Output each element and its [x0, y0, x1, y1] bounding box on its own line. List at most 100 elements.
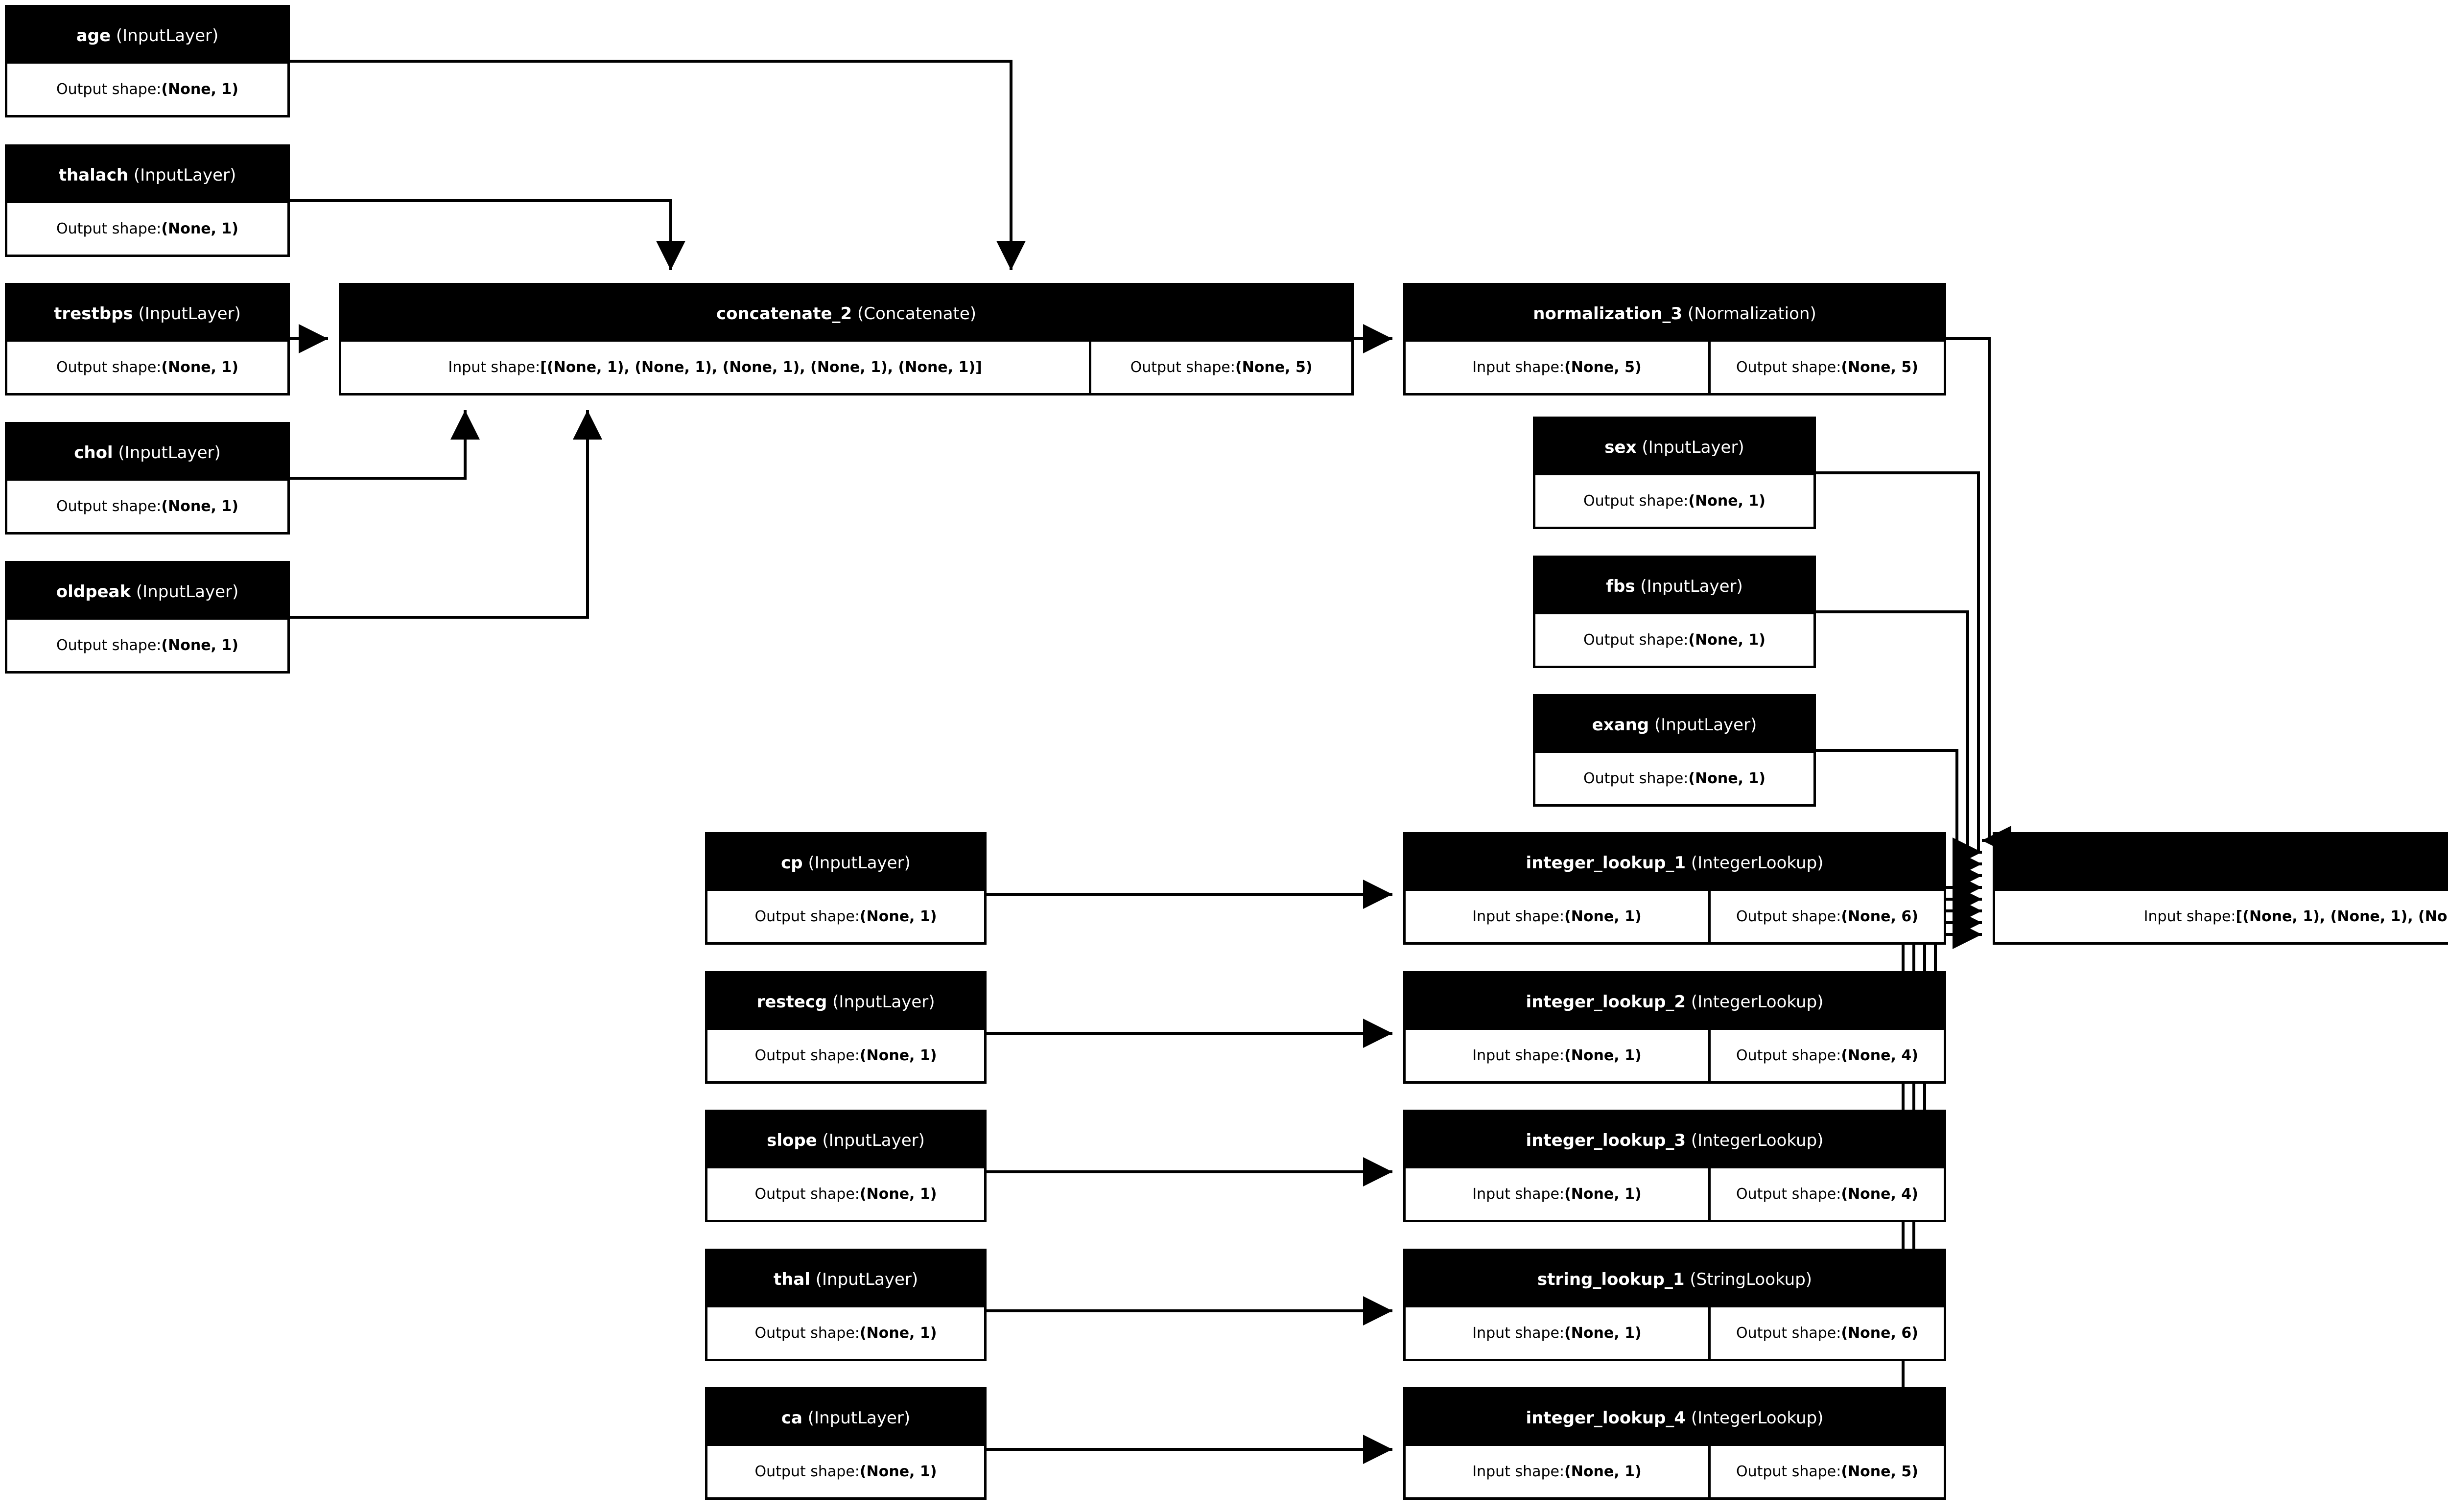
shape-label: Output shape: [1130, 359, 1235, 376]
shape-value: (None, 1) [1688, 631, 1765, 649]
edge-sex-to-concatenate-3 [1816, 471, 1982, 867]
node-class-normalization_3: (Normalization) [1682, 303, 1816, 324]
node-name-thal: thal [773, 1269, 810, 1289]
shape-label: Output shape: [1736, 1047, 1841, 1064]
node-oldpeak[interactable]: oldpeak (InputLayer)Output shape: (None,… [5, 561, 290, 674]
node-restecg[interactable]: restecg (InputLayer)Output shape: (None,… [705, 971, 987, 1084]
node-title-restecg: restecg (InputLayer) [707, 974, 984, 1030]
edge-fbs-to-concatenate-3 [1816, 610, 1982, 879]
node-title-fbs: fbs (InputLayer) [1535, 558, 1813, 614]
node-title-ca: ca (InputLayer) [707, 1390, 984, 1446]
node-class-cp: (InputLayer) [802, 853, 911, 873]
node-thalach[interactable]: thalach (InputLayer)Output shape: (None,… [5, 144, 290, 257]
shape-value: (None, 1) [1688, 770, 1765, 787]
shape-value: (None, 5) [1235, 359, 1313, 376]
shape-label: Output shape: [56, 498, 162, 515]
shape-label: Input shape: [2143, 908, 2236, 925]
node-name-cp: cp [781, 853, 803, 873]
shape-label: Output shape: [1583, 492, 1689, 510]
node-body-ca: Output shape: (None, 1) [707, 1446, 984, 1497]
node-integer_lookup_4[interactable]: integer_lookup_4 (IntegerLookup)Input sh… [1403, 1387, 1946, 1500]
node-trestbps-output-shape: Output shape: (None, 1) [7, 342, 287, 393]
node-class-integer_lookup_3: (IntegerLookup) [1686, 1130, 1824, 1150]
shape-label: Output shape: [1736, 1325, 1841, 1342]
node-thal[interactable]: thal (InputLayer)Output shape: (None, 1) [705, 1249, 987, 1361]
node-title-integer_lookup_1: integer_lookup_1 (IntegerLookup) [1406, 835, 1944, 891]
node-body-restecg: Output shape: (None, 1) [707, 1030, 984, 1081]
node-class-concatenate_2: (Concatenate) [852, 303, 977, 324]
node-fbs[interactable]: fbs (InputLayer)Output shape: (None, 1) [1533, 556, 1816, 668]
shape-value: (None, 1) [859, 1047, 937, 1064]
shape-label: Output shape: [754, 1325, 860, 1342]
node-name-normalization_3: normalization_3 [1533, 303, 1683, 324]
node-ca[interactable]: ca (InputLayer)Output shape: (None, 1) [705, 1387, 987, 1500]
node-ca-output-shape: Output shape: (None, 1) [707, 1446, 984, 1497]
node-string_lookup_1-output-shape: Output shape: (None, 6) [1710, 1307, 1944, 1359]
node-concatenate_2-output-shape: Output shape: (None, 5) [1091, 342, 1351, 393]
shape-value: (None, 4) [1841, 1047, 1918, 1064]
node-integer_lookup_3-output-shape: Output shape: (None, 4) [1710, 1168, 1944, 1220]
node-name-exang: exang [1592, 715, 1649, 735]
node-chol[interactable]: chol (InputLayer)Output shape: (None, 1) [5, 422, 290, 535]
node-concatenate_2-input-shape: Input shape: [(None, 1), (None, 1), (Non… [341, 342, 1089, 393]
shape-label: Input shape: [1472, 1325, 1565, 1342]
node-class-restecg: (InputLayer) [827, 992, 935, 1012]
shape-value: (None, 1) [161, 498, 238, 515]
node-exang[interactable]: exang (InputLayer)Output shape: (None, 1… [1533, 694, 1816, 807]
node-name-integer_lookup_4: integer_lookup_4 [1526, 1408, 1686, 1428]
node-body-concatenate_2: Input shape: [(None, 1), (None, 1), (Non… [341, 342, 1351, 393]
node-body-integer_lookup_2: Input shape: (None, 1)Output shape: (Non… [1406, 1030, 1944, 1081]
node-title-chol: chol (InputLayer) [7, 424, 287, 481]
node-class-age: (InputLayer) [111, 25, 219, 46]
shape-value: (None, 1) [161, 637, 238, 654]
node-body-trestbps: Output shape: (None, 1) [7, 342, 287, 393]
shape-label: Output shape: [1736, 1186, 1841, 1203]
node-integer_lookup_2[interactable]: integer_lookup_2 (IntegerLookup)Input sh… [1403, 971, 1946, 1084]
node-normalization_3-input-shape: Input shape: (None, 5) [1406, 342, 1708, 393]
node-integer_lookup_2-input-shape: Input shape: (None, 1) [1406, 1030, 1708, 1081]
node-cp[interactable]: cp (InputLayer)Output shape: (None, 1) [705, 832, 987, 945]
node-age[interactable]: age (InputLayer)Output shape: (None, 1) [5, 5, 290, 117]
node-normalization_3[interactable]: normalization_3 (Normalization) Input sha… [1403, 283, 1946, 395]
shape-label: Output shape: [754, 908, 860, 925]
node-title-concatenate_2: concatenate_2 (Concatenate) [341, 285, 1351, 342]
node-body-exang: Output shape: (None, 1) [1535, 753, 1813, 804]
node-chol-output-shape: Output shape: (None, 1) [7, 481, 287, 532]
node-string_lookup_1[interactable]: string_lookup_1 (StringLookup)Input shap… [1403, 1249, 1946, 1361]
node-integer_lookup_3[interactable]: integer_lookup_3 (IntegerLookup)Input sh… [1403, 1110, 1946, 1222]
node-oldpeak-output-shape: Output shape: (None, 1) [7, 620, 287, 671]
node-thalach-output-shape: Output shape: (None, 1) [7, 203, 287, 255]
node-title-oldpeak: oldpeak (InputLayer) [7, 563, 287, 620]
node-title-sex: sex (InputLayer) [1535, 419, 1813, 475]
shape-label: Input shape: [448, 359, 541, 376]
node-name-sex: sex [1604, 437, 1637, 457]
node-restecg-output-shape: Output shape: (None, 1) [707, 1030, 984, 1081]
node-integer_lookup_2-output-shape: Output shape: (None, 4) [1710, 1030, 1944, 1081]
node-title-thal: thal (InputLayer) [707, 1251, 984, 1307]
node-body-chol: Output shape: (None, 1) [7, 481, 287, 532]
node-class-trestbps: (InputLayer) [133, 303, 241, 324]
node-class-integer_lookup_2: (IntegerLookup) [1686, 992, 1824, 1012]
shape-value: (None, 4) [1841, 1186, 1918, 1203]
node-body-oldpeak: Output shape: (None, 1) [7, 620, 287, 671]
node-normalization_3-output-shape: Output shape: (None, 5) [1710, 342, 1944, 393]
node-integer_lookup_1[interactable]: integer_lookup_1 (IntegerLookup)Input sh… [1403, 832, 1946, 945]
edge-age-to-concatenate-2 [290, 60, 1026, 270]
node-fbs-output-shape: Output shape: (None, 1) [1535, 614, 1813, 666]
node-title-cp: cp (InputLayer) [707, 835, 984, 891]
shape-value: (None, 6) [1841, 1325, 1918, 1342]
node-concatenate_3-input-shape: Input shape: [(None, 1), (None, 1), (Non… [1995, 891, 2448, 942]
node-slope[interactable]: slope (InputLayer)Output shape: (None, 1… [705, 1110, 987, 1222]
shape-label: Output shape: [754, 1186, 860, 1203]
node-sex[interactable]: sex (InputLayer)Output shape: (None, 1) [1533, 417, 1816, 529]
node-body-normalization_3: Input shape: (None, 5)Output shape: (Non… [1406, 342, 1944, 393]
node-trestbps[interactable]: trestbps (InputLayer)Output shape: (None… [5, 283, 290, 395]
node-body-fbs: Output shape: (None, 1) [1535, 614, 1813, 666]
node-class-integer_lookup_1: (IntegerLookup) [1686, 853, 1824, 873]
node-concatenate_3[interactable]: concatenate_3 (Concatenate)Input shape: … [1993, 832, 2448, 945]
node-name-integer_lookup_3: integer_lookup_3 [1526, 1130, 1686, 1150]
shape-value: [(None, 1), (None, 1), (None, 1), (None,… [2236, 908, 2448, 925]
node-concatenate_2[interactable]: concatenate_2 (Concatenate)Input shape: … [339, 283, 1354, 395]
node-slope-output-shape: Output shape: (None, 1) [707, 1168, 984, 1220]
